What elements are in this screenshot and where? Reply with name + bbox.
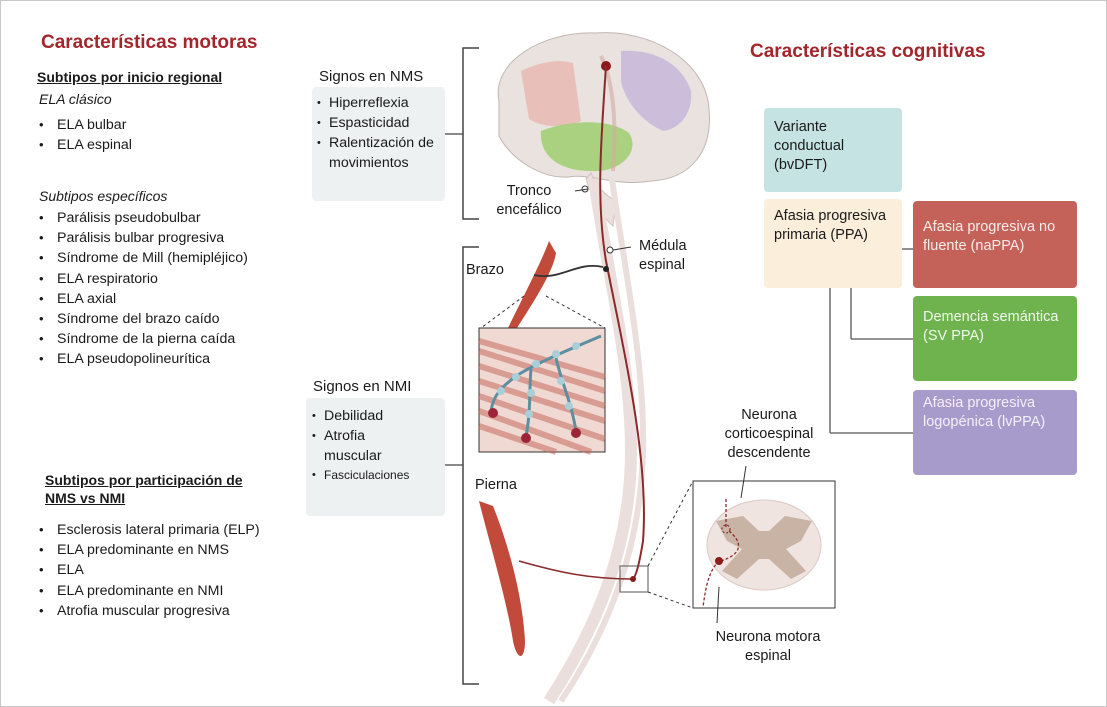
participation-heading-line2: NMS vs NMI — [45, 489, 243, 507]
list-item: ELA predominante en NMS — [35, 540, 335, 560]
leg-label: Pierna — [475, 476, 517, 495]
list-item: Parálisis pseudobulbar — [35, 208, 305, 228]
list-item: ELA — [35, 560, 335, 580]
lv-ppa-box: Afasia progresiva logopénica (lvPPA) — [913, 390, 1077, 475]
specific-subtypes-label: Subtipos específicos — [39, 188, 167, 204]
neuromuscular-inset — [479, 328, 605, 452]
spinal-motor-neuron-label: Neurona motora espinal — [693, 628, 843, 666]
specific-subtypes-list: Parálisis pseudobulbar Parálisis bulbar … — [35, 208, 305, 370]
nmi-bracket — [463, 247, 479, 684]
list-item: ELA predominante en NMI — [35, 581, 335, 601]
list-item: ELA espinal — [35, 135, 295, 155]
list-item: Síndrome del brazo caído — [35, 309, 305, 329]
list-item: Ralentización de movimientos — [315, 133, 434, 173]
nmi-signs-list: Debilidad Atrofia muscular Fasciculacion… — [306, 398, 445, 484]
participation-list: Esclerosis lateral primaria (ELP) ELA pr… — [35, 520, 335, 621]
list-item: Hiperreflexia — [315, 93, 445, 113]
arm-label: Brazo — [466, 261, 504, 280]
nms-signs-box: Hiperreflexia Espasticidad Ralentización… — [312, 87, 445, 201]
list-item: Síndrome de la pierna caída — [35, 329, 305, 349]
classic-als-list: ELA bulbar ELA espinal — [35, 115, 295, 155]
list-item: Parálisis bulbar progresiva — [35, 228, 305, 248]
sv-ppa-box: Demencia semántica (SV PPA) — [913, 296, 1077, 381]
list-item: ELA bulbar — [35, 115, 295, 135]
spinal-cord-label: Médula espinal — [639, 237, 703, 275]
participation-heading: Subtipos por participación de NMS vs NMI — [45, 471, 243, 507]
list-item: Esclerosis lateral primaria (ELP) — [35, 520, 335, 540]
list-item: Debilidad — [310, 406, 445, 426]
nms-signs-heading: Signos en NMS — [319, 67, 423, 86]
napp-box: Afasia progresiva no fluente (naPPA) — [913, 201, 1077, 288]
bvftd-box: Variante conductual (bvDFT) — [764, 108, 902, 192]
regional-subtypes-heading: Subtipos por inicio regional — [37, 68, 222, 86]
list-item: ELA respiratorio — [35, 269, 305, 289]
motor-title: Características motoras — [41, 32, 258, 54]
list-item: Atrofia muscular progresiva — [35, 601, 335, 621]
list-item: Espasticidad — [315, 113, 445, 133]
participation-heading-line1: Subtipos por participación de — [45, 471, 243, 489]
cognitive-title: Características cognitivas — [750, 41, 986, 63]
nms-bracket — [463, 48, 479, 219]
list-item: Fasciculaciones — [310, 466, 445, 484]
ppa-box: Afasia progresiva primaria (PPA) — [764, 199, 902, 288]
corticospinal-neuron-label: Neurona corticoespinal descendente — [701, 406, 837, 463]
list-item: ELA axial — [35, 289, 305, 309]
list-item: Síndrome de Mill (hemipléjico) — [35, 248, 257, 268]
list-item: ELA pseudopolineurítica — [35, 349, 305, 369]
spinal-cross-section — [693, 481, 835, 608]
leg-muscle — [479, 501, 525, 656]
nmi-signs-heading: Signos en NMI — [313, 377, 411, 396]
nmi-signs-box: Debilidad Atrofia muscular Fasciculacion… — [306, 398, 445, 516]
arm-muscle — [507, 241, 556, 336]
brainstem-label: Tronco encefálico — [481, 182, 577, 220]
list-item: Atrofia muscular — [310, 426, 404, 466]
nms-signs-list: Hiperreflexia Espasticidad Ralentización… — [312, 87, 445, 173]
classic-als-label: ELA clásico — [39, 91, 112, 107]
